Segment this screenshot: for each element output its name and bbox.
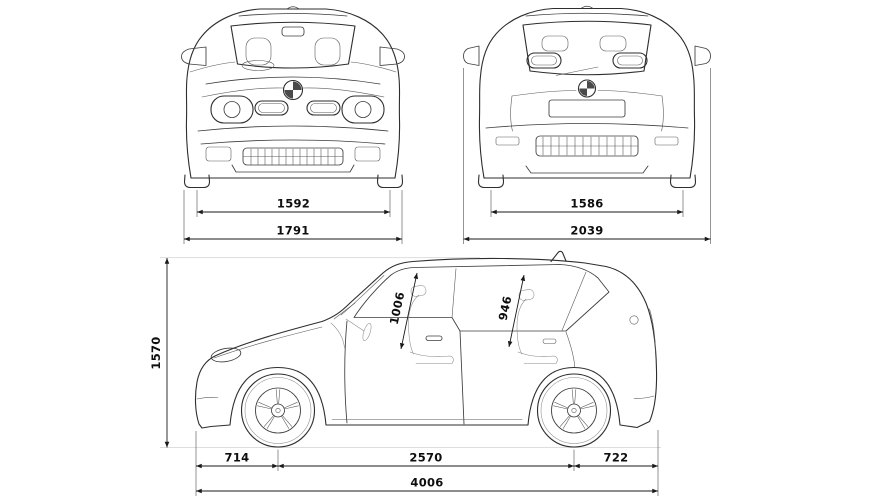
rear-overhang-dimension: 722 (604, 451, 629, 465)
front-left-headlight (210, 95, 254, 124)
front-door-handle (425, 335, 443, 341)
height-dimension: 1570 (149, 336, 163, 369)
rear-left-tire (477, 174, 505, 189)
roof-antenna-fin (550, 250, 567, 263)
charge-port (629, 315, 639, 325)
rear-car-drawing (463, 5, 711, 189)
front-car-drawing (181, 6, 405, 189)
front-left-tire (183, 174, 211, 189)
front-headroom-dim-line (399, 272, 419, 350)
rear-body-outline (478, 7, 696, 179)
front-track-dimension: 1592 (277, 197, 310, 211)
front-overhang-dimension: 714 (225, 451, 250, 465)
rear-right-taillight (612, 52, 648, 69)
bmw-roundel-rear-icon (577, 79, 597, 98)
rear-view: 1586 2039 (463, 5, 711, 244)
front-headroom-dimension: 1006 (387, 290, 408, 325)
front-left-mirror (181, 46, 207, 66)
length-dimensions-group: 714 2570 722 4006 (195, 430, 659, 496)
rear-bumper-details (485, 90, 689, 174)
side-interior-dimensions: 1006 946 (387, 272, 526, 350)
rear-left-taillight (526, 52, 562, 69)
rear-right-mirror (694, 45, 711, 66)
side-car-drawing (194, 250, 658, 448)
side-glasshouse (353, 264, 610, 332)
side-body-details (196, 268, 656, 425)
rear-headroom-dim-line (507, 274, 526, 348)
front-right-mirror (379, 46, 405, 66)
front-body-details (181, 6, 405, 98)
front-grille-and-lights (210, 95, 385, 124)
license-plate-recess (548, 99, 626, 118)
rear-width-dimension: 2039 (570, 224, 603, 238)
front-bumper-details (197, 125, 389, 173)
height-dimension-group: 1570 (149, 257, 480, 448)
rear-dimensions: 1586 2039 (463, 68, 711, 244)
side-headlight (210, 347, 242, 363)
front-dimensions: 1592 1791 (183, 190, 403, 244)
side-interior-details (330, 285, 558, 364)
rear-door-handle (542, 338, 557, 344)
overall-length-dimension: 4006 (410, 476, 443, 490)
wheelbase-dimension: 2570 (409, 451, 442, 465)
front-right-tire (376, 174, 404, 189)
side-body-outline (194, 257, 658, 429)
front-view: 1592 1791 (181, 6, 405, 244)
rear-right-tire (669, 174, 697, 189)
rear-body-details (463, 5, 711, 76)
rear-left-mirror (463, 45, 480, 66)
front-right-headlight (341, 95, 385, 124)
rear-track-dimension: 1586 (570, 197, 603, 211)
bmw-roundel-front-icon (282, 79, 304, 101)
rear-wheel (536, 373, 612, 448)
rear-headroom-dimension: 946 (496, 295, 515, 322)
front-width-dimension: 1791 (276, 224, 309, 238)
front-body-outline (185, 8, 401, 179)
side-view: 1006 946 1570 714 2570 722 4006 (149, 250, 661, 496)
front-wheel (240, 373, 316, 448)
